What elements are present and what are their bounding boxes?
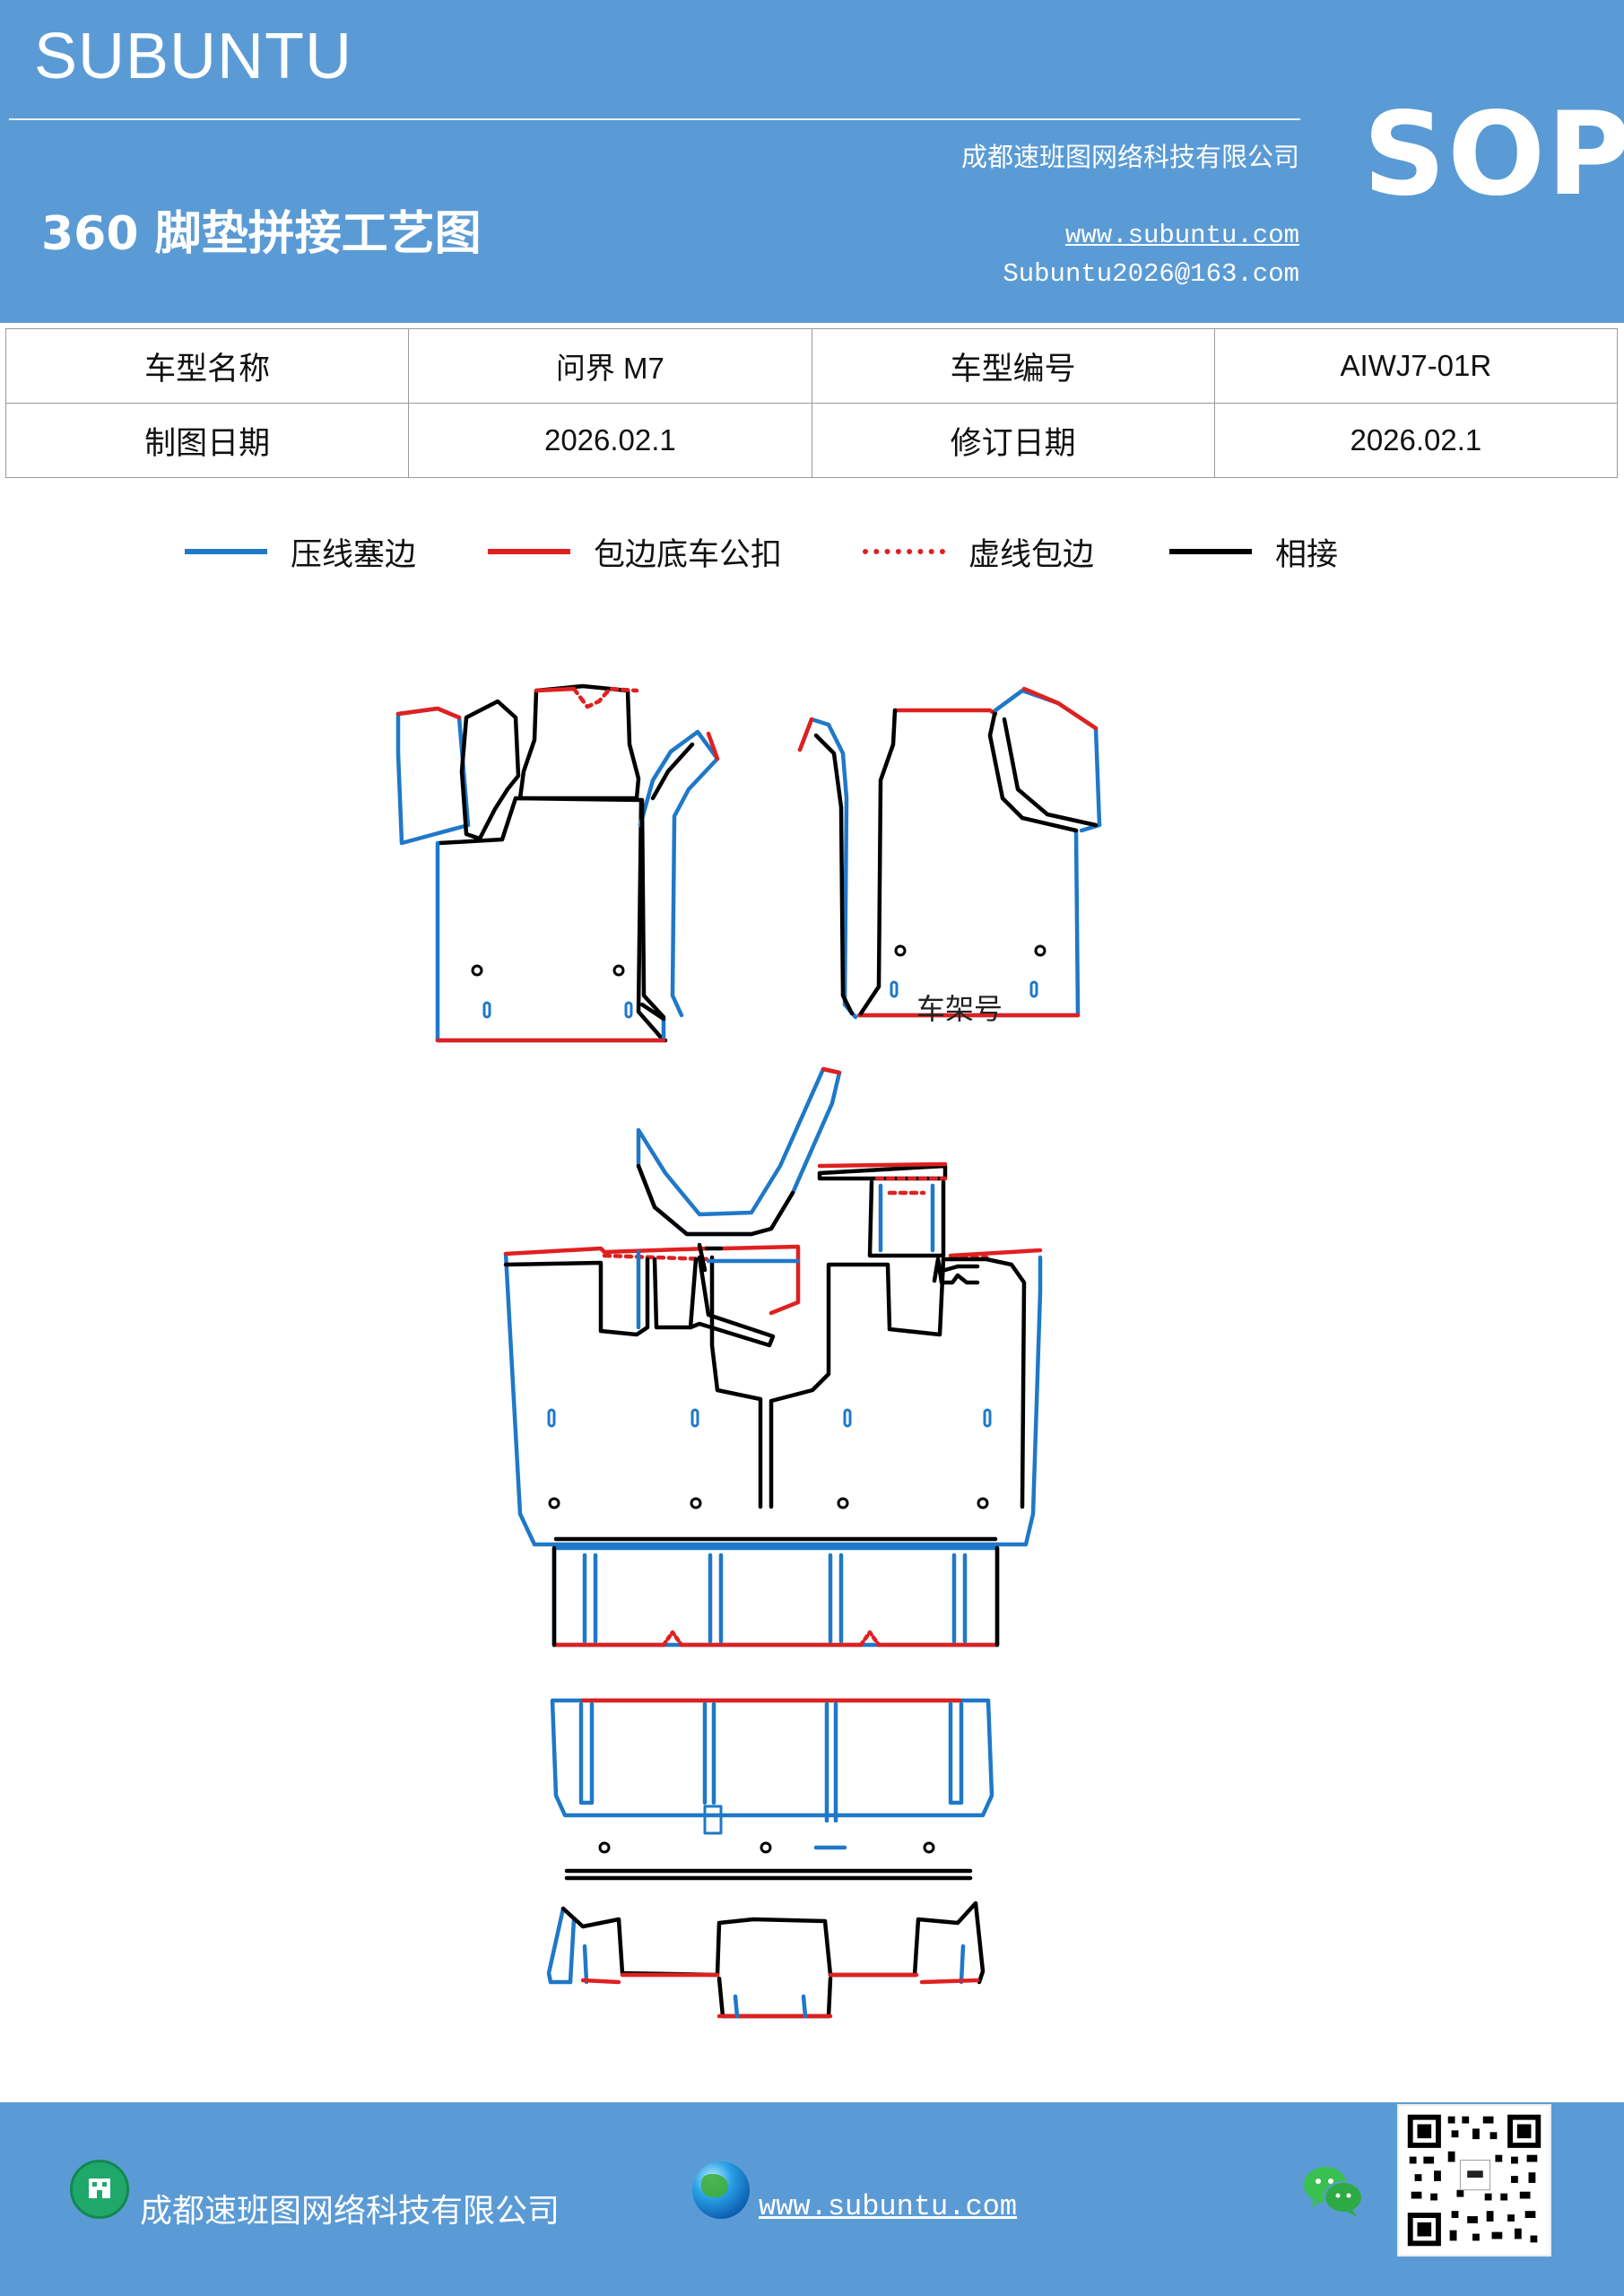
line-legend: 压线塞边 包边底车公扣 虚线包边 相接 (0, 525, 1624, 578)
vehicle-info-table: 车型名称 问界 M7 车型编号 AIWJ7-01R 制图日期 2026.02.1… (4, 328, 1619, 478)
trunk-edge-piece (546, 1900, 986, 2019)
third-row-strip (551, 1545, 1000, 1648)
legend-item: 虚线包边 (863, 525, 1094, 578)
legend-swatch-black (1169, 549, 1252, 554)
email-address[interactable]: Subuntu2026@163.com (1003, 259, 1299, 289)
footer-website-link[interactable]: www.subuntu.com (759, 2190, 1018, 2223)
footer-banner: 成都速班图网络科技有限公司 www.subuntu.com (0, 2102, 1624, 2296)
upper-tab-piece (817, 1161, 948, 1258)
legend-label: 压线塞边 (291, 536, 417, 573)
frame-number-label: 车架号 (916, 992, 1003, 1026)
legend-item: 包边底车公扣 (488, 525, 782, 578)
tunnel-piece (636, 1066, 842, 1237)
rear-floor-mat (503, 1242, 1043, 1547)
legend-label: 虚线包边 (968, 536, 1095, 573)
legend-swatch-red (488, 549, 570, 554)
legend-label: 相接 (1275, 536, 1339, 573)
document-title: 360 脚垫拼接工艺图 (41, 207, 482, 261)
table-cell-value: 2026.02.1 (1213, 403, 1619, 478)
table-row: 车型名称 问界 M7 车型编号 AIWJ7-01R (4, 328, 1619, 404)
legend-item: 相接 (1169, 525, 1338, 578)
table-cell-value: AIWJ7-01R (1213, 328, 1619, 404)
front-left-mat (395, 683, 720, 1043)
header-divider (9, 118, 1300, 120)
front-right-mat: 车架号 (797, 686, 1102, 1026)
qr-code (1397, 2104, 1551, 2257)
legend-label: 包边底车公扣 (594, 536, 783, 573)
table-cell-label: 修订日期 (811, 403, 1215, 478)
building-icon (70, 2160, 129, 2219)
website-link[interactable]: www.subuntu.com (1064, 221, 1299, 250)
globe-icon (692, 2161, 750, 2219)
table-cell-label: 制图日期 (4, 403, 410, 478)
company-name: 成都速班图网络科技有限公司 (960, 142, 1299, 172)
trunk-mat (550, 1698, 994, 1881)
table-cell-label: 车型编号 (811, 328, 1215, 404)
table-cell-value: 问界 M7 (408, 328, 812, 404)
legend-item: 压线塞边 (185, 525, 416, 578)
sop-badge: SOP (1363, 88, 1624, 222)
brand-name: SUBUNTU (34, 21, 353, 92)
legend-swatch-blue (185, 549, 267, 554)
table-cell-value: 2026.02.1 (408, 403, 812, 478)
footer-company-name: 成都速班图网络科技有限公司 (140, 2193, 560, 2230)
legend-swatch-red-dotted (863, 549, 945, 554)
table-cell-label: 车型名称 (4, 328, 410, 404)
header-banner: SUBUNTU 成都速班图网络科技有限公司 360 脚垫拼接工艺图 www.su… (0, 0, 1624, 323)
wechat-icon[interactable] (1302, 2163, 1365, 2219)
floor-mat-diagram: 车架号 (395, 683, 1102, 2019)
table-row: 制图日期 2026.02.1 修订日期 2026.02.1 (4, 403, 1619, 478)
